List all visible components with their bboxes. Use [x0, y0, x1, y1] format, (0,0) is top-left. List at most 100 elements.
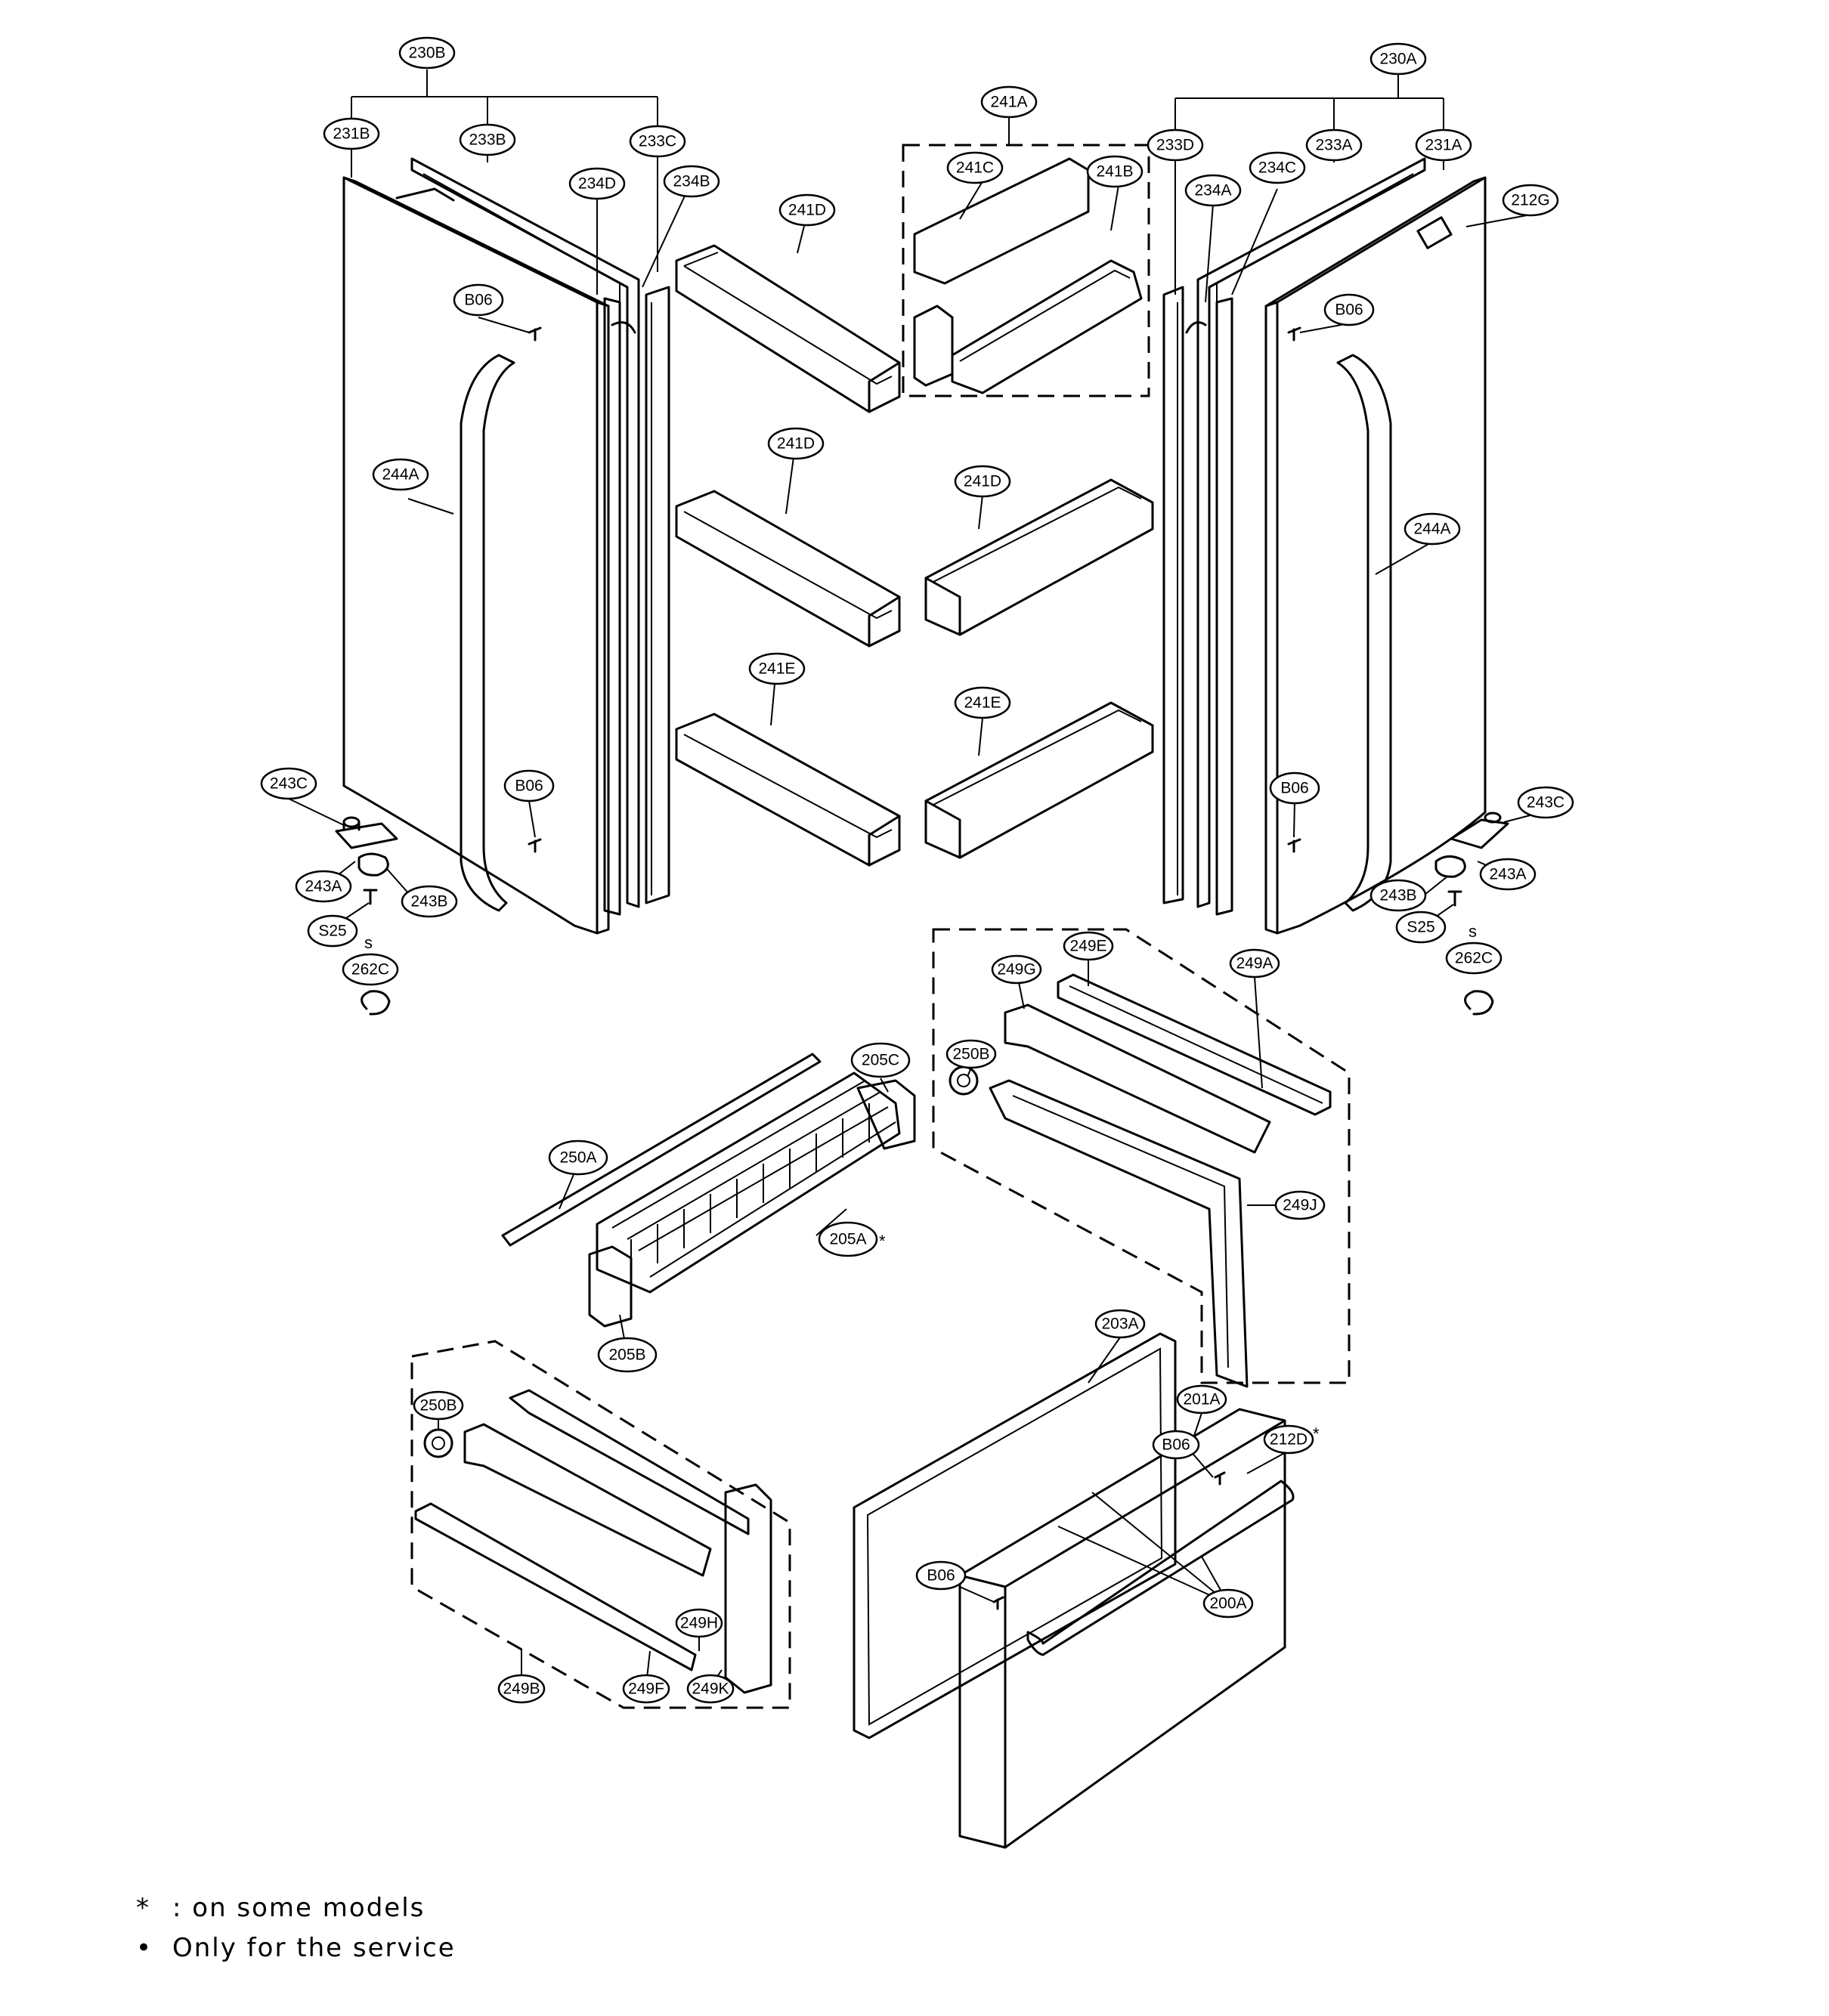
callout-249K: 249K [686, 1674, 735, 1704]
svg-text:212G: 212G [1511, 192, 1549, 209]
callout-241C: 241C [946, 151, 1004, 184]
svg-text:233B: 233B [469, 131, 506, 149]
callout-234B: 234B [663, 165, 720, 198]
svg-text:243C: 243C [270, 775, 308, 793]
gear-icon [423, 1428, 453, 1458]
callout-250B-left: 250B [413, 1390, 464, 1421]
svg-text:249F: 249F [628, 1681, 664, 1698]
freezer-drawer [853, 1332, 1295, 1849]
svg-text:241D: 241D [777, 435, 815, 453]
svg-text:230B: 230B [408, 45, 445, 62]
svg-text:250B: 250B [952, 1046, 989, 1063]
left-door-assembly [342, 157, 670, 935]
svg-text:241E: 241E [758, 660, 795, 678]
svg-text:B06: B06 [1280, 780, 1308, 797]
callout-B06-left-top: B06 [453, 283, 504, 317]
callout-244A-left: 244A [372, 458, 429, 491]
callout-B06-left-bottom: B06 [503, 769, 555, 802]
svg-text:250B: 250B [419, 1397, 456, 1415]
callout-241D-middle-left: 241D [767, 427, 825, 460]
svg-text:249J: 249J [1283, 1197, 1317, 1214]
svg-text:243B: 243B [1379, 887, 1416, 904]
service-mark-right: s [1468, 922, 1477, 941]
callout-244A-right: 244A [1403, 512, 1461, 546]
svg-text:B06: B06 [927, 1567, 955, 1585]
svg-text:233D: 233D [1156, 137, 1194, 154]
callout-231A: 231A [1415, 128, 1472, 162]
callout-241E-right: 241E [954, 686, 1011, 719]
callout-212G: 212G [1502, 184, 1559, 217]
callout-203A: 203A [1094, 1309, 1146, 1339]
svg-text:241C: 241C [956, 159, 994, 177]
svg-text:249H: 249H [680, 1615, 718, 1632]
svg-text:B06: B06 [464, 292, 492, 309]
svg-text:262C: 262C [1455, 950, 1493, 967]
service-mark-left: s [364, 933, 373, 952]
svg-text:S25: S25 [1407, 919, 1434, 936]
callout-243B-left: 243B [401, 885, 458, 918]
callout-233C: 233C [629, 125, 686, 158]
callout-230B: 230B [398, 36, 456, 70]
callout-S25-left: S25 [307, 914, 358, 948]
callout-249J: 249J [1274, 1190, 1326, 1220]
callout-262C-right: 262C [1445, 942, 1503, 975]
callout-205B: 205B [597, 1337, 658, 1373]
svg-text:230A: 230A [1379, 51, 1416, 68]
callout-234D: 234D [568, 167, 626, 200]
svg-text:B06: B06 [515, 778, 543, 795]
svg-text:243A: 243A [305, 878, 342, 895]
callout-243A-left: 243A [295, 870, 352, 903]
svg-text:212D: 212D [1270, 1431, 1308, 1449]
svg-text:249E: 249E [1069, 938, 1106, 955]
callout-241B: 241B [1086, 155, 1144, 188]
svg-text:249G: 249G [997, 961, 1035, 979]
callout-241D-top: 241D [778, 193, 836, 227]
callout-249G: 249G [991, 954, 1042, 985]
callout-249A: 249A [1229, 948, 1280, 979]
svg-text:205B: 205B [608, 1347, 645, 1364]
svg-text:244A: 244A [382, 466, 419, 484]
legend-service-only: •Only for the service [136, 1933, 456, 1963]
callout-243B-right: 243B [1369, 879, 1427, 912]
callout-230A: 230A [1369, 42, 1427, 76]
callout-249H: 249H [675, 1608, 723, 1638]
callout-B06-freezer-left: B06 [915, 1560, 967, 1591]
callout-233D: 233D [1147, 128, 1204, 162]
svg-text:203A: 203A [1101, 1316, 1138, 1333]
svg-text:249K: 249K [692, 1681, 729, 1698]
left-hinge-assembly [335, 816, 398, 1016]
drawer-slide-left-249B [410, 1340, 791, 1709]
svg-text:250A: 250A [559, 1149, 596, 1167]
gear-icon [949, 1065, 979, 1096]
svg-text:231A: 231A [1425, 137, 1462, 154]
optional-mark-212D: * [1313, 1424, 1320, 1443]
callout-250B-right: 250B [945, 1039, 997, 1069]
callout-233A: 233A [1305, 128, 1363, 162]
svg-text:234D: 234D [578, 175, 616, 193]
svg-text:205A: 205A [829, 1231, 866, 1248]
callout-243C-right: 243C [1517, 786, 1574, 819]
svg-text:234A: 234A [1194, 182, 1231, 199]
callout-241E-left: 241E [748, 652, 806, 685]
svg-text:243B: 243B [410, 893, 447, 911]
door-bins [675, 144, 1154, 867]
callout-241A: 241A [980, 85, 1038, 119]
svg-text:205C: 205C [862, 1052, 899, 1069]
optional-mark-205A: * [879, 1232, 886, 1251]
svg-text:234B: 234B [673, 173, 710, 190]
svg-text:244A: 244A [1413, 521, 1450, 538]
callout-250A: 250A [548, 1139, 608, 1176]
svg-text:241D: 241D [964, 473, 1001, 490]
callout-S25-right: S25 [1395, 911, 1447, 944]
legend-asterisk-text: : on some models [172, 1893, 426, 1923]
right-door-assembly [1162, 157, 1487, 935]
callout-B06-freezer-right: B06 [1152, 1430, 1200, 1460]
callout-249B: 249B [497, 1674, 546, 1704]
callout-241D-middle-right: 241D [954, 465, 1011, 498]
callout-201A: 201A [1176, 1384, 1227, 1415]
svg-text:234C: 234C [1258, 159, 1296, 177]
svg-text:241A: 241A [990, 94, 1027, 111]
svg-text:S25: S25 [318, 923, 346, 940]
svg-text:243A: 243A [1489, 866, 1526, 883]
svg-text:201A: 201A [1183, 1391, 1220, 1408]
